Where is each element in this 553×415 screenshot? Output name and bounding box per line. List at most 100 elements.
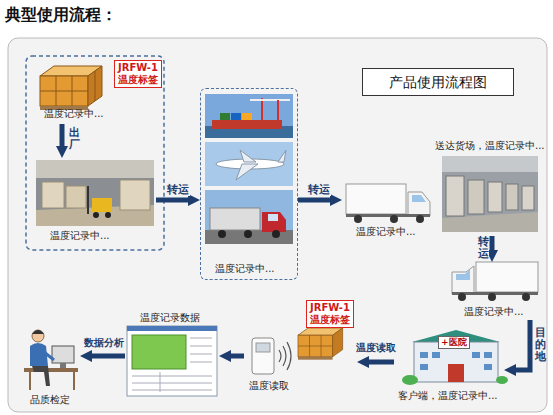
yard-node: 送达货场，温度记录中... (432, 138, 548, 236)
hospital-illustration-part (484, 364, 492, 370)
reader-device-part (287, 342, 291, 370)
flow-arrow (513, 320, 530, 370)
person-at-desk-part (32, 330, 44, 342)
truck-photo-part (272, 230, 280, 238)
flow-arrow (228, 354, 244, 359)
truck-node: 温度记录中... (342, 176, 430, 240)
cargo-illustration-part (298, 335, 333, 357)
port-photo-part (205, 94, 293, 138)
node-text: 温度记录中... (44, 108, 104, 120)
hospital-illustration-part (420, 364, 428, 370)
port-photo-part (242, 113, 252, 120)
title-box: 产品使用流程图 (362, 68, 514, 96)
tag-label: JRFW-1 温度标签 (306, 300, 354, 328)
warehouse-photo-part (42, 182, 64, 208)
cargo-illustration-part (298, 357, 333, 360)
chart-window (127, 326, 217, 396)
truck-illustration (346, 184, 430, 223)
page-title: 典型使用流程： (5, 5, 117, 26)
cargo-illustration-part (333, 328, 343, 357)
truck-photo (205, 190, 293, 244)
truck-node: 温度记录中... (448, 262, 542, 320)
person-at-desk-part (29, 372, 31, 390)
chart-window-part (127, 326, 217, 331)
truck-photo-part (205, 190, 293, 244)
chart-window-part (190, 338, 212, 339)
truck-illustration-part (476, 262, 538, 292)
transport-group: 温度记录中... (200, 88, 298, 280)
truck-illustration-part (408, 192, 430, 216)
airplane-photo-part (278, 150, 286, 162)
flow-arrow (298, 198, 333, 203)
truck-photo-part (262, 212, 286, 232)
hospital-node: +医院客户端，温度记录中... (394, 324, 504, 408)
edge-label: 转运 (478, 236, 489, 260)
chart-window-part (160, 372, 161, 392)
truck-photo-part (268, 214, 278, 221)
reader-device-part (256, 343, 270, 352)
warehouse-photo-part (442, 156, 538, 172)
node-text: 送达货场，温度记录中... (435, 140, 545, 152)
group-outline-part (26, 56, 164, 250)
person-at-desk-part (73, 372, 75, 390)
port-photo-part (231, 113, 241, 120)
cargo-illustration-part (95, 71, 96, 101)
chart-window-part (132, 376, 212, 377)
hospital-illustration-part (448, 364, 464, 382)
reader-device-part (283, 346, 286, 366)
reader-device-part (279, 350, 281, 362)
node-text: 温度记录中... (464, 306, 524, 318)
node-text: 产品使用流程图 (389, 74, 487, 90)
truck-illustration-part (458, 293, 466, 301)
warehouse-photo-part (446, 176, 464, 216)
flow-arrow (156, 198, 191, 203)
warehouse-photo-part (93, 212, 99, 218)
edge-label: 数据分析 (83, 337, 125, 349)
edge-label: 转运 (166, 184, 190, 196)
node-text: 温度记录中... (50, 230, 110, 242)
airplane-photo (205, 142, 293, 186)
warehouse-photo-part (522, 186, 534, 210)
flow-arrow (490, 236, 495, 253)
truck-photo-part (210, 208, 260, 230)
airplane-photo-part (205, 142, 293, 186)
cargo-illustration-part (298, 346, 333, 347)
reader-node: 温度读取 (244, 328, 294, 394)
cargo-node: JRFW-1 温度标签 (296, 300, 357, 360)
hospital-illustration (402, 330, 508, 385)
warehouse-photo-part (66, 186, 86, 208)
person-at-desk-part (24, 368, 78, 372)
truck-illustration-part (412, 195, 426, 202)
reader-device (252, 338, 291, 374)
cargo-illustration (40, 66, 102, 110)
person-at-desk-part (32, 366, 50, 386)
truck-illustration-part (522, 293, 530, 301)
person-at-desk-part (60, 363, 66, 368)
node-text: 温度记录数据 (140, 312, 200, 324)
node-text: +医院 (438, 336, 470, 349)
tag-label: JRFW-1 温度标签 (114, 60, 162, 88)
node-text: 温度记录中... (356, 226, 416, 238)
warehouse-photo-part (105, 212, 111, 218)
chart-window-part (132, 390, 212, 391)
edge-label: 温度读取 (355, 342, 397, 354)
chart-window-part (132, 383, 212, 384)
truck-illustration-part (416, 215, 424, 223)
warehouse-photo-part (488, 182, 502, 212)
hospital-illustration-part (484, 352, 492, 358)
person-at-desk-part (44, 352, 54, 360)
cargo-illustration (298, 328, 343, 360)
warehouse-photo-part (506, 184, 518, 210)
cargo-illustration-part (40, 91, 88, 92)
reader-device-part (252, 338, 274, 374)
background-panel (8, 38, 547, 412)
cargo-illustration-part (88, 66, 102, 106)
port-photo-part (277, 100, 279, 120)
flow-arrow (89, 354, 125, 359)
warehouse-photo-part (442, 156, 538, 232)
warehouse-photo (36, 160, 154, 226)
port-photo-part (212, 120, 282, 129)
flow-arrow (60, 124, 65, 149)
warehouse-photo-part (36, 160, 154, 178)
chart-window-part (190, 362, 212, 363)
